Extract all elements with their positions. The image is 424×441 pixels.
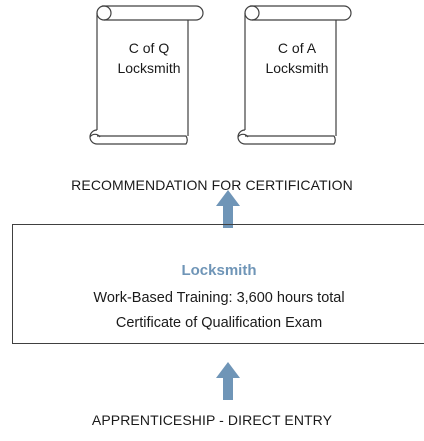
certificate-trade: Locksmith	[265, 60, 329, 76]
entry-label: APPRENTICESHIP - DIRECT ENTRY	[91, 412, 333, 428]
pathway-title: Locksmith	[181, 262, 257, 279]
certificate-scroll-cofa: C of A Locksmith	[230, 0, 358, 150]
scroll-icon	[237, 5, 352, 145]
training-hours: Work-Based Training: 3,600 hours total	[93, 290, 345, 306]
certificate-title: C of A	[277, 40, 317, 56]
up-arrow-icon	[216, 362, 240, 400]
exam-requirement: Certificate of Qualification Exam	[115, 315, 323, 331]
certificate-scroll-cofq: C of Q Locksmith	[82, 0, 210, 150]
scroll-icon	[89, 5, 204, 145]
recommendation-label: RECOMMENDATION FOR CERTIFICATION	[71, 177, 353, 193]
certificate-trade: Locksmith	[117, 60, 181, 76]
certificate-title: C of Q	[128, 40, 170, 56]
pathway-box: Locksmith Work-Based Training: 3,600 hou…	[12, 224, 424, 344]
up-arrow-icon	[216, 190, 240, 228]
